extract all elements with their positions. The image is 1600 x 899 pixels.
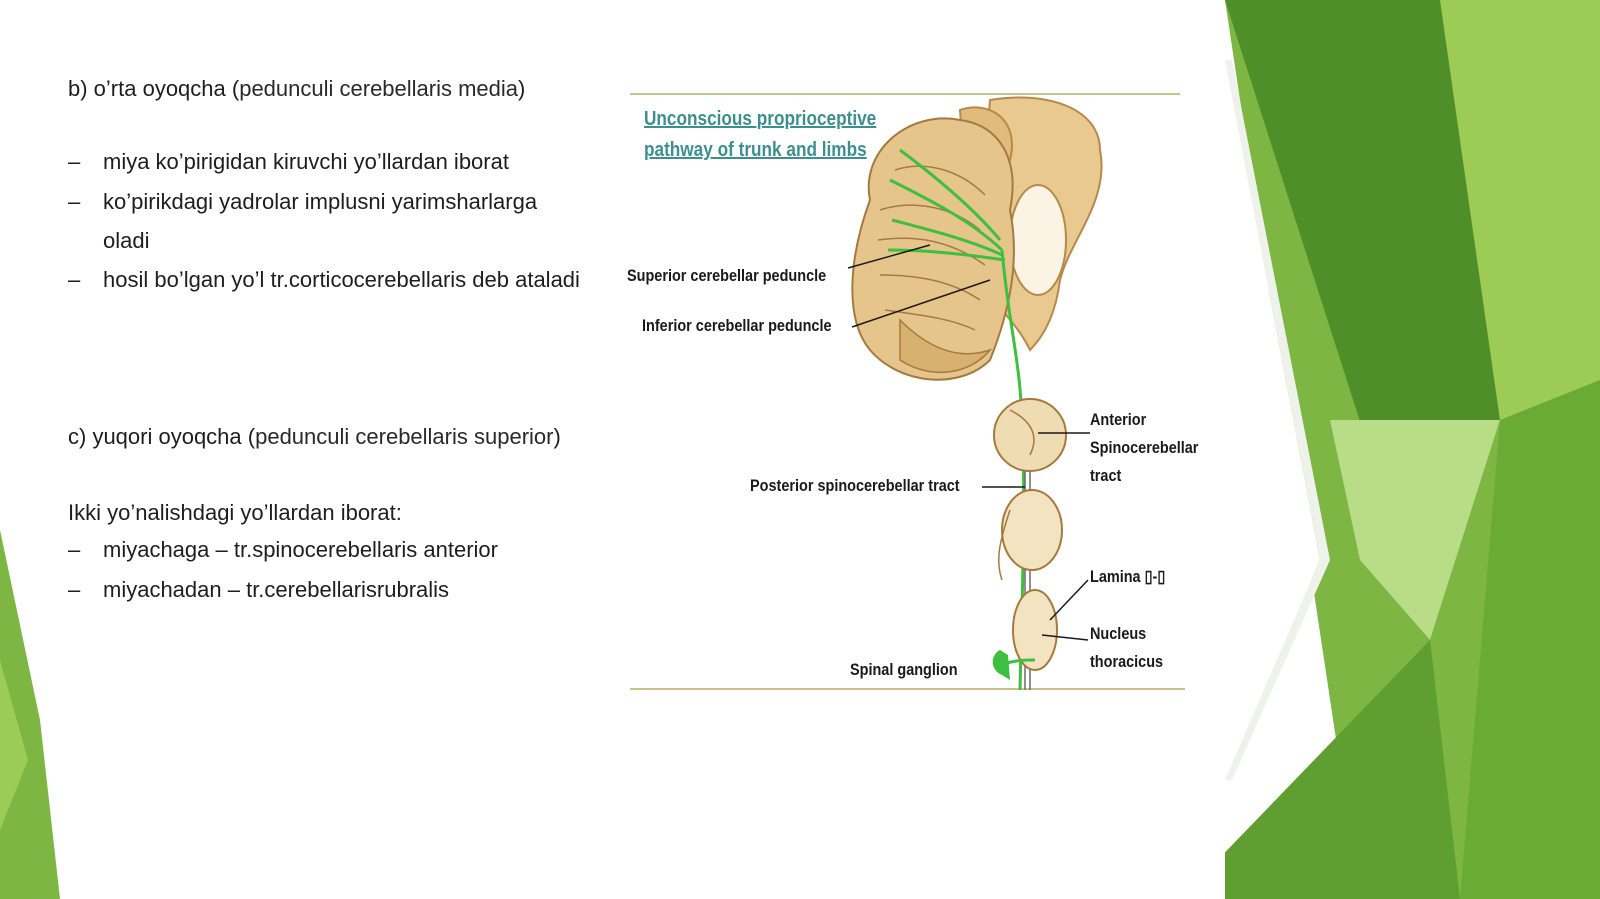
bullet-dash: – <box>68 149 81 174</box>
pathway-illustration <box>630 93 1185 691</box>
label-anterior-spinocerebellar-tract: Anterior Spinocerebellar tract <box>1090 406 1198 490</box>
spinal-section-3 <box>1012 589 1058 671</box>
green-facet-right-5 <box>1180 640 1460 899</box>
bullet-text: miya ko’pirigidan kiruvchi yo’llardan ib… <box>103 149 509 174</box>
label-anterior-line-1: Anterior <box>1090 410 1147 429</box>
label-superior-cerebellar-peduncle: Superior cerebellar peduncle <box>627 266 827 285</box>
bullet-dash: – <box>68 189 81 214</box>
label-anterior-line-3: tract <box>1090 466 1122 485</box>
label-posterior-spinocerebellar-tract: Posterior spinocerebellar tract <box>750 476 960 495</box>
section-c-bullet-1: – miyachaga – tr.spinocerebellaris anter… <box>68 530 588 569</box>
bullet-text: ko’pirikdagi yadrolar implusni yarimshar… <box>103 189 538 253</box>
label-inferior-cerebellar-peduncle: Inferior cerebellar peduncle <box>642 316 832 335</box>
anatomy-figure: Unconscious proprioceptive pathway of tr… <box>627 90 1210 710</box>
label-lamina: Lamina ▯-▯ <box>1090 567 1166 586</box>
bullet-text: miyachadan – tr.cerebellarisrubralis <box>103 577 450 602</box>
section-b-heading: b) o’rta oyoqcha (pedunculi cerebellaris… <box>68 76 525 102</box>
spinal-section-2 <box>1001 489 1063 571</box>
bullet-dash: – <box>68 577 81 602</box>
section-c-heading-term: pedunculi cerebellaris superior <box>255 424 554 449</box>
section-c-heading-prefix: c) yuqori oyoqcha ( <box>68 424 256 449</box>
spinal-section-1 <box>993 398 1067 472</box>
green-facet-right-6 <box>1460 380 1600 899</box>
section-b-bullet-3: – hosil bo’lgan yo’l tr.corticocerebella… <box>68 260 588 299</box>
label-spinal-ganglion: Spinal ganglion <box>850 660 958 679</box>
card-shadow-edge <box>1225 60 1330 780</box>
section-b-bullet-1: – miya ko’pirigidan kiruvchi yo’llardan … <box>68 142 588 181</box>
figure-title-line-2: pathway of trunk and limbs <box>644 139 867 161</box>
bullet-text: hosil bo’lgan yo’l tr.corticocerebellari… <box>103 267 580 292</box>
figure-title: Unconscious proprioceptive pathway of tr… <box>644 104 876 166</box>
green-facet-left-1 <box>0 530 60 899</box>
figure-title-line-1: Unconscious proprioceptive <box>644 108 877 130</box>
section-b-bullet-2: – ko’pirikdagi yadrolar implusni yarimsh… <box>68 182 588 260</box>
section-c-heading-suffix: ) <box>553 424 561 449</box>
bullet-dash: – <box>68 537 81 562</box>
brainstem-oval <box>1009 184 1067 296</box>
cerebellum-shape <box>851 117 1015 381</box>
bullet-dash: – <box>68 267 81 292</box>
label-anterior-line-2: Spinocerebellar <box>1090 438 1199 457</box>
label-nucleus-line-2: thoracicus <box>1090 652 1164 671</box>
green-facet-left-2 <box>0 660 28 830</box>
section-c-heading: c) yuqori oyoqcha (pedunculi cerebellari… <box>68 424 561 450</box>
section-b-heading-term: pedunculi cerebellaris media <box>239 76 519 101</box>
section-b-heading-suffix: ) <box>518 76 526 101</box>
section-c-intro: Ikki yo’nalishdagi yo’llardan iborat: <box>68 500 402 525</box>
label-nucleus-thoracicus: Nucleus thoracicus <box>1090 620 1163 676</box>
green-facet-right-4 <box>1330 420 1500 640</box>
section-c-bullet-2: – miyachadan – tr.cerebellarisrubralis <box>68 570 588 609</box>
section-b-heading-prefix: b) o’rta oyoqcha ( <box>68 76 240 101</box>
label-nucleus-line-1: Nucleus <box>1090 624 1147 643</box>
bullet-text: miyachaga – tr.spinocerebellaris anterio… <box>103 537 498 562</box>
